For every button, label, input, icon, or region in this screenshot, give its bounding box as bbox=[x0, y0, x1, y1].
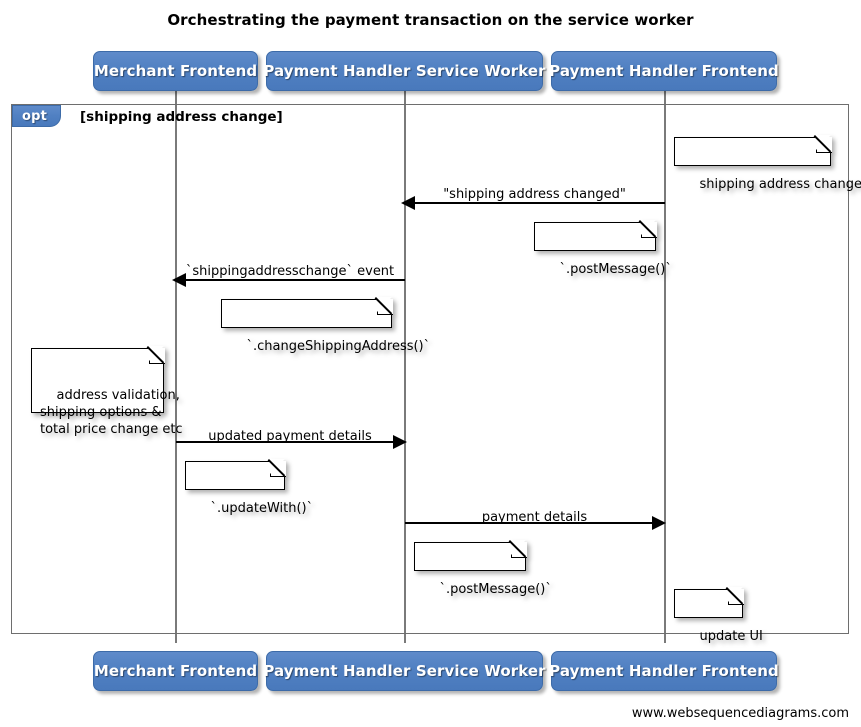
participant-label: Payment Handler Service Worker bbox=[263, 662, 546, 680]
participant-label: Payment Handler Frontend bbox=[549, 62, 779, 80]
participant-payment-handler-frontend-top[interactable]: Payment Handler Frontend bbox=[549, 51, 779, 91]
message-line-updated-payment-details bbox=[176, 441, 396, 443]
note-address-validation: address validation, shipping options & t… bbox=[31, 346, 183, 437]
participant-payment-handler-frontend-bottom[interactable]: Payment Handler Frontend bbox=[549, 651, 779, 691]
message-arrowhead-updated-payment-details bbox=[393, 435, 407, 449]
message-label-shipping-address-changed: "shipping address changed" bbox=[443, 187, 626, 202]
message-arrowhead-payment-details bbox=[652, 516, 666, 530]
note-post-message-2: `.postMessage()` bbox=[414, 540, 552, 597]
fragment-opt-guard: [shipping address change] bbox=[80, 109, 283, 125]
note-shipping-address-changed: shipping address changed bbox=[674, 135, 861, 192]
message-label-shippingaddresschange-event: `shippingaddresschange` event bbox=[185, 264, 395, 279]
note-fold-icon bbox=[148, 346, 165, 364]
message-arrowhead-shippingaddresschange-event bbox=[172, 273, 186, 287]
message-line-payment-details bbox=[405, 522, 655, 524]
note-fold-icon bbox=[815, 135, 832, 153]
message-arrowhead-shipping-address-changed bbox=[401, 196, 415, 210]
participant-label: Payment Handler Frontend bbox=[549, 662, 779, 680]
participant-label: Merchant Frontend bbox=[93, 662, 258, 680]
participant-merchant-frontend-top[interactable]: Merchant Frontend bbox=[93, 51, 258, 91]
lifeline-merchant-frontend bbox=[175, 91, 177, 643]
participant-merchant-frontend-bottom[interactable]: Merchant Frontend bbox=[93, 651, 258, 691]
note-fold-icon bbox=[269, 459, 286, 477]
message-line-shippingaddresschange-event bbox=[184, 279, 405, 281]
participant-payment-handler-service-worker-top[interactable]: Payment Handler Service Worker bbox=[263, 51, 546, 91]
message-label-updated-payment-details: updated payment details bbox=[208, 429, 372, 444]
note-update-with: `.updateWith()` bbox=[185, 459, 313, 516]
fragment-opt bbox=[11, 104, 849, 634]
note-post-message-1: `.postMessage()` bbox=[534, 220, 672, 277]
lifeline-payment-handler-frontend bbox=[664, 91, 666, 643]
participant-label: Merchant Frontend bbox=[93, 62, 258, 80]
note-fold-icon bbox=[510, 540, 527, 558]
page-title: Orchestrating the payment transaction on… bbox=[167, 11, 694, 29]
participant-payment-handler-service-worker-bottom[interactable]: Payment Handler Service Worker bbox=[263, 651, 546, 691]
message-label-payment-details: payment details bbox=[481, 510, 588, 525]
note-change-shipping-address: `.changeShippingAddress()` bbox=[221, 297, 430, 354]
fragment-opt-tag: opt bbox=[12, 105, 61, 127]
lifeline-payment-handler-service-worker bbox=[404, 91, 406, 643]
note-update-ui: update UI bbox=[674, 587, 763, 644]
note-fold-icon bbox=[727, 587, 744, 605]
message-line-shipping-address-changed bbox=[412, 202, 665, 204]
watermark-footer: www.websequencediagrams.com bbox=[631, 706, 849, 721]
participant-label: Payment Handler Service Worker bbox=[263, 62, 546, 80]
note-fold-icon bbox=[376, 297, 393, 315]
note-fold-icon bbox=[640, 220, 657, 238]
